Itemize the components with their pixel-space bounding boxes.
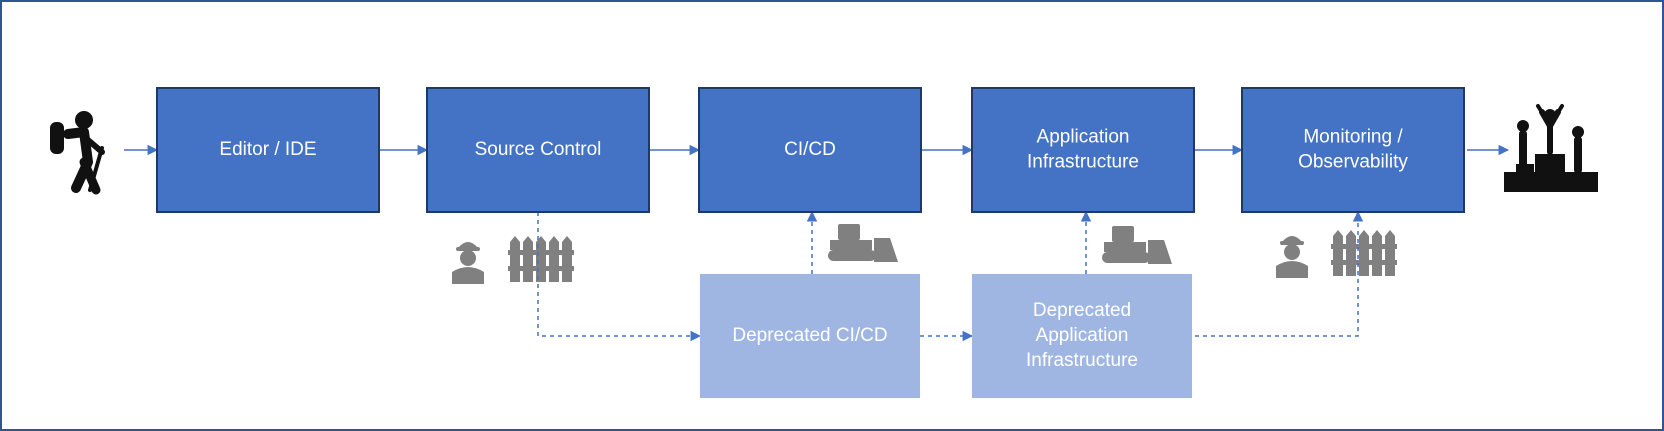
box-shape xyxy=(971,87,1195,213)
fence-icon xyxy=(1331,230,1397,276)
box-shape xyxy=(1241,87,1465,213)
stage-box-cicd: CI/CD xyxy=(698,87,922,213)
worker-icon xyxy=(452,242,484,284)
deprecated-layer: Deprecated CI/CD DeprecatedApplicationInf… xyxy=(700,274,1192,398)
stages-layer: Editor / IDE Source Control CI/CD Applicati… xyxy=(156,87,1465,213)
box-label: Application xyxy=(1037,127,1130,148)
dashed-connectors xyxy=(537,210,1364,342)
box-label: Observability xyxy=(1298,152,1408,173)
box-label: Monitoring / xyxy=(1303,127,1403,148)
box-label: CI/CD xyxy=(784,139,836,160)
deprecated-box-cicd: Deprecated CI/CD xyxy=(700,274,920,398)
bulldozer-icon xyxy=(1102,226,1172,264)
box-shape xyxy=(700,274,920,398)
fence-icon xyxy=(508,236,574,282)
stage-box-monitoring: Monitoring / Observability xyxy=(1241,87,1465,213)
box-label: Deprecated CI/CD xyxy=(732,325,887,346)
box-shape xyxy=(156,87,380,213)
stage-box-source-control: Source Control xyxy=(426,87,650,213)
podium-icon xyxy=(1504,104,1598,192)
box-label: Application xyxy=(1036,325,1129,346)
worker-icon xyxy=(1276,236,1308,278)
box-shape xyxy=(972,274,1192,398)
box-shape xyxy=(426,87,650,213)
box-label: Editor / IDE xyxy=(219,139,316,160)
box-label: Deprecated xyxy=(1033,300,1131,321)
hiker-icon xyxy=(50,111,105,195)
box-label: Source Control xyxy=(475,139,602,160)
bulldozer-icon xyxy=(828,224,898,262)
box-shape xyxy=(698,87,922,213)
box-label: Infrastructure xyxy=(1026,350,1138,371)
stage-box-editor: Editor / IDE xyxy=(156,87,380,213)
box-label: Infrastructure xyxy=(1027,152,1139,173)
